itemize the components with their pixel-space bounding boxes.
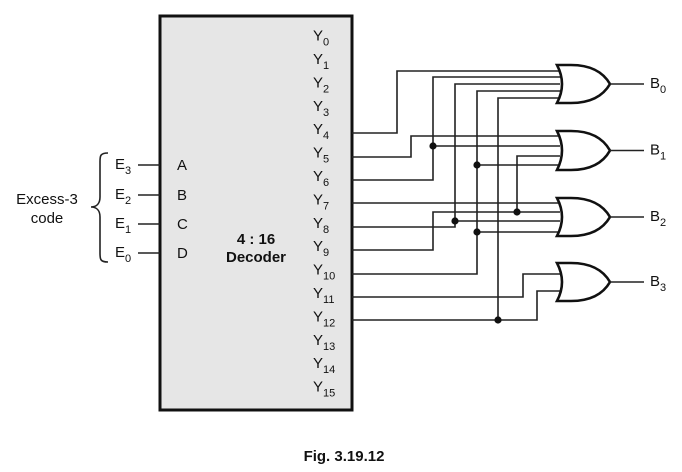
wire-y8-b0 <box>352 83 560 228</box>
decoder-inputs: E3 A E2 B E1 C E0 D <box>115 156 188 265</box>
input-label-e1: E1 <box>115 215 131 236</box>
junction-y8-b2 <box>451 217 459 225</box>
output-label-y5: Y5 <box>313 145 329 166</box>
output-label-y9: Y9 <box>313 238 329 259</box>
wire-y6-b0 <box>352 76 560 181</box>
output-label-b0: B0 <box>650 75 666 96</box>
junction-y10-b1 <box>473 161 481 169</box>
output-label-y8: Y8 <box>313 215 329 236</box>
decoder-title-line2: Decoder <box>226 249 286 266</box>
input-group-brace <box>90 152 109 263</box>
wire-y12-b0 <box>352 97 560 321</box>
junction-y6-b1 <box>429 142 437 150</box>
output-label-y15: Y15 <box>313 379 335 400</box>
output-label-y0: Y0 <box>313 28 329 49</box>
output-label-y10: Y10 <box>313 262 335 283</box>
figure-caption: Fig. 3.19.12 <box>304 448 385 465</box>
pin-label-d: D <box>177 245 188 262</box>
output-label-y2: Y2 <box>313 74 329 95</box>
or-gate-b1 <box>554 129 612 172</box>
pin-label-c: C <box>177 216 188 233</box>
decoder-block <box>158 14 354 412</box>
or-gate-b2 <box>554 196 612 238</box>
wire-y9-b1 <box>516 155 560 212</box>
input-label-e2: E2 <box>115 186 131 207</box>
output-label-y12: Y12 <box>313 308 335 329</box>
wire-y11-b3 <box>352 273 560 298</box>
input-label-e0: E0 <box>115 244 131 265</box>
wire-y10-b0 <box>352 90 560 275</box>
output-label-y13: Y13 <box>313 332 335 353</box>
input-group-label-line1: Excess-3 <box>16 191 78 208</box>
interconnect-wires <box>352 70 560 324</box>
output-label-y7: Y7 <box>313 191 329 212</box>
junction-y10-b2 <box>473 228 481 236</box>
or-gate-b0 <box>554 63 612 105</box>
output-label-b2: B2 <box>650 208 666 229</box>
output-label-y14: Y14 <box>313 355 335 376</box>
output-label-y3: Y3 <box>313 98 329 119</box>
wire-y4-b0 <box>352 70 560 134</box>
pin-label-b: B <box>177 187 187 204</box>
output-label-y1: Y1 <box>313 51 329 72</box>
input-label-e3: E3 <box>115 156 131 177</box>
junction-y9-b1 <box>513 208 521 216</box>
output-label-y11: Y11 <box>313 285 334 306</box>
output-label-b1: B1 <box>650 142 666 163</box>
wire-y9-b2 <box>352 211 560 251</box>
input-group-label-line2: code <box>31 210 64 227</box>
or-gate-b3 <box>554 261 612 303</box>
decoder-title-line1: 4 : 16 <box>237 231 275 248</box>
output-label-y6: Y6 <box>313 168 329 189</box>
junction-y12-b3 <box>494 316 502 324</box>
output-label-y4: Y4 <box>313 121 329 142</box>
output-label-b3: B3 <box>650 273 666 294</box>
wire-y5-b1 <box>352 135 560 158</box>
pin-label-a: A <box>177 157 187 174</box>
wire-y12-b3 <box>498 290 560 321</box>
